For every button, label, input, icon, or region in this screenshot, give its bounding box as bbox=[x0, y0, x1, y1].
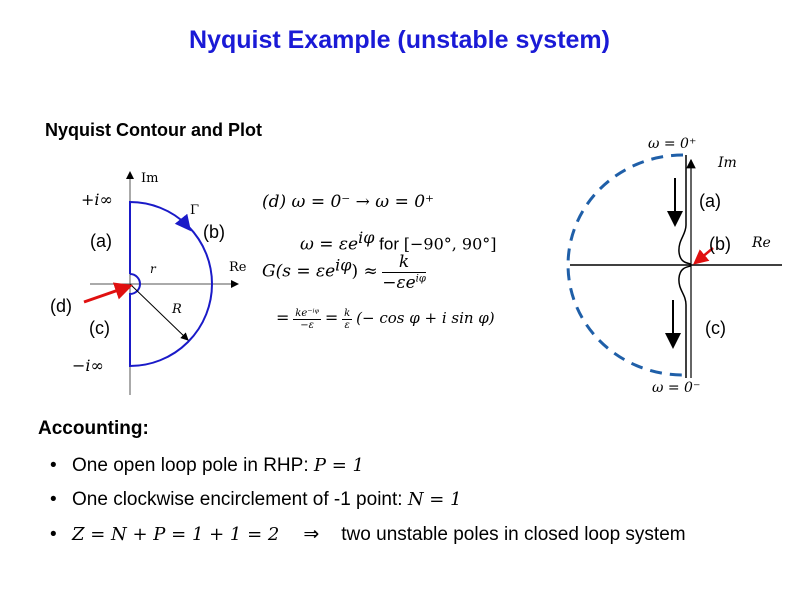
nyquist-curve bbox=[678, 155, 692, 378]
bullet-math: N = 1 bbox=[407, 489, 462, 510]
label-a: (a) bbox=[90, 231, 112, 251]
bullet-3: • Z = N + P = 1 + 1 = 2 ⇒ two unstable pole… bbox=[50, 523, 686, 546]
plot-label-a: (a) bbox=[699, 191, 721, 211]
eq3-close: ) ≈ bbox=[351, 261, 378, 282]
big-r-label: R bbox=[172, 302, 182, 317]
plot-im-label: Im bbox=[718, 155, 737, 171]
minus-inf-label: −i∞ bbox=[72, 356, 104, 375]
red-arrow-d bbox=[83, 282, 133, 304]
bullet-text: One open loop pole in RHP: bbox=[72, 455, 314, 476]
eq4-frac1: ke⁻ⁱᵠ−ε bbox=[293, 308, 321, 331]
bullet-text: two unstable poles in closed loop system bbox=[341, 524, 686, 545]
red-arrow-b bbox=[693, 247, 714, 265]
eq3-sup: iφ bbox=[335, 255, 352, 275]
label-d: (d) bbox=[50, 296, 72, 316]
contour-direction-arrow bbox=[174, 213, 191, 232]
eq3-den: −εe bbox=[382, 273, 416, 293]
bullet-dot: • bbox=[50, 524, 57, 545]
plot-label-b: (b) bbox=[709, 234, 731, 254]
omega-plus-label: ω = 0⁺ bbox=[648, 136, 697, 152]
eq4-den2: ε bbox=[344, 320, 350, 331]
slide-title: Nyquist Example (unstable system) bbox=[189, 26, 610, 54]
bullet-dot: • bbox=[50, 455, 57, 476]
eq4-num2: k bbox=[342, 308, 353, 320]
im-label: Im bbox=[141, 171, 159, 186]
gamma-label: Γ bbox=[190, 203, 200, 218]
bullet-math: Z = N + P = 1 + 1 = 2 bbox=[72, 524, 280, 545]
eq4-num: ke⁻ⁱᵠ bbox=[293, 308, 321, 320]
eq3-num: k bbox=[382, 252, 426, 273]
eq4-eq: = bbox=[276, 308, 290, 328]
eq4-eq2: = bbox=[324, 308, 339, 328]
eq2-math: ω = εe bbox=[300, 234, 359, 255]
eq4-rest: (− cos φ + i sin φ) bbox=[356, 309, 495, 328]
eq2-range: [−90°, 90°] bbox=[403, 234, 497, 254]
eq-line-2: ω = εeiφ for [−90°, 90°] bbox=[300, 228, 497, 255]
accounting-heading: Accounting: bbox=[38, 418, 149, 439]
plot-label-c: (c) bbox=[705, 318, 726, 338]
eq3-fraction: k−εeiφ bbox=[382, 252, 426, 293]
plus-inf-label: +i∞ bbox=[81, 190, 113, 209]
label-b: (b) bbox=[203, 222, 225, 242]
small-r-label: r bbox=[150, 262, 156, 276]
implies-arrow: ⇒ bbox=[303, 524, 320, 545]
eq2-for: for bbox=[379, 234, 400, 254]
eq3-den-sup: iφ bbox=[415, 273, 426, 285]
eq-line-3: G(s = εeiφ) ≈ k−εeiφ bbox=[262, 252, 426, 293]
bullet-math: P = 1 bbox=[313, 455, 364, 476]
eq-line-1: (d) ω = 0⁻ → ω = 0⁺ bbox=[262, 192, 435, 212]
section-subtitle: Nyquist Contour and Plot bbox=[45, 120, 262, 140]
omega-minus-label: ω = 0⁻ bbox=[652, 380, 701, 396]
plot-re-label: Re bbox=[752, 235, 771, 251]
radius-arrow bbox=[129, 283, 189, 341]
bullet-dot: • bbox=[50, 489, 57, 510]
eq3-lhs: G(s = εe bbox=[262, 261, 336, 282]
re-label: Re bbox=[229, 260, 247, 275]
bullet-text: One clockwise encirclement of -1 point: bbox=[72, 489, 408, 510]
label-c: (c) bbox=[89, 318, 110, 338]
eq3-den-wrap: −εeiφ bbox=[382, 273, 426, 293]
bullet-2: • One clockwise encirclement of -1 point:… bbox=[50, 489, 462, 511]
bullet-1: • One open loop pole in RHP: P = 1 bbox=[50, 455, 364, 477]
eq4-den: −ε bbox=[300, 320, 315, 331]
eq2-sup: iφ bbox=[358, 228, 375, 247]
